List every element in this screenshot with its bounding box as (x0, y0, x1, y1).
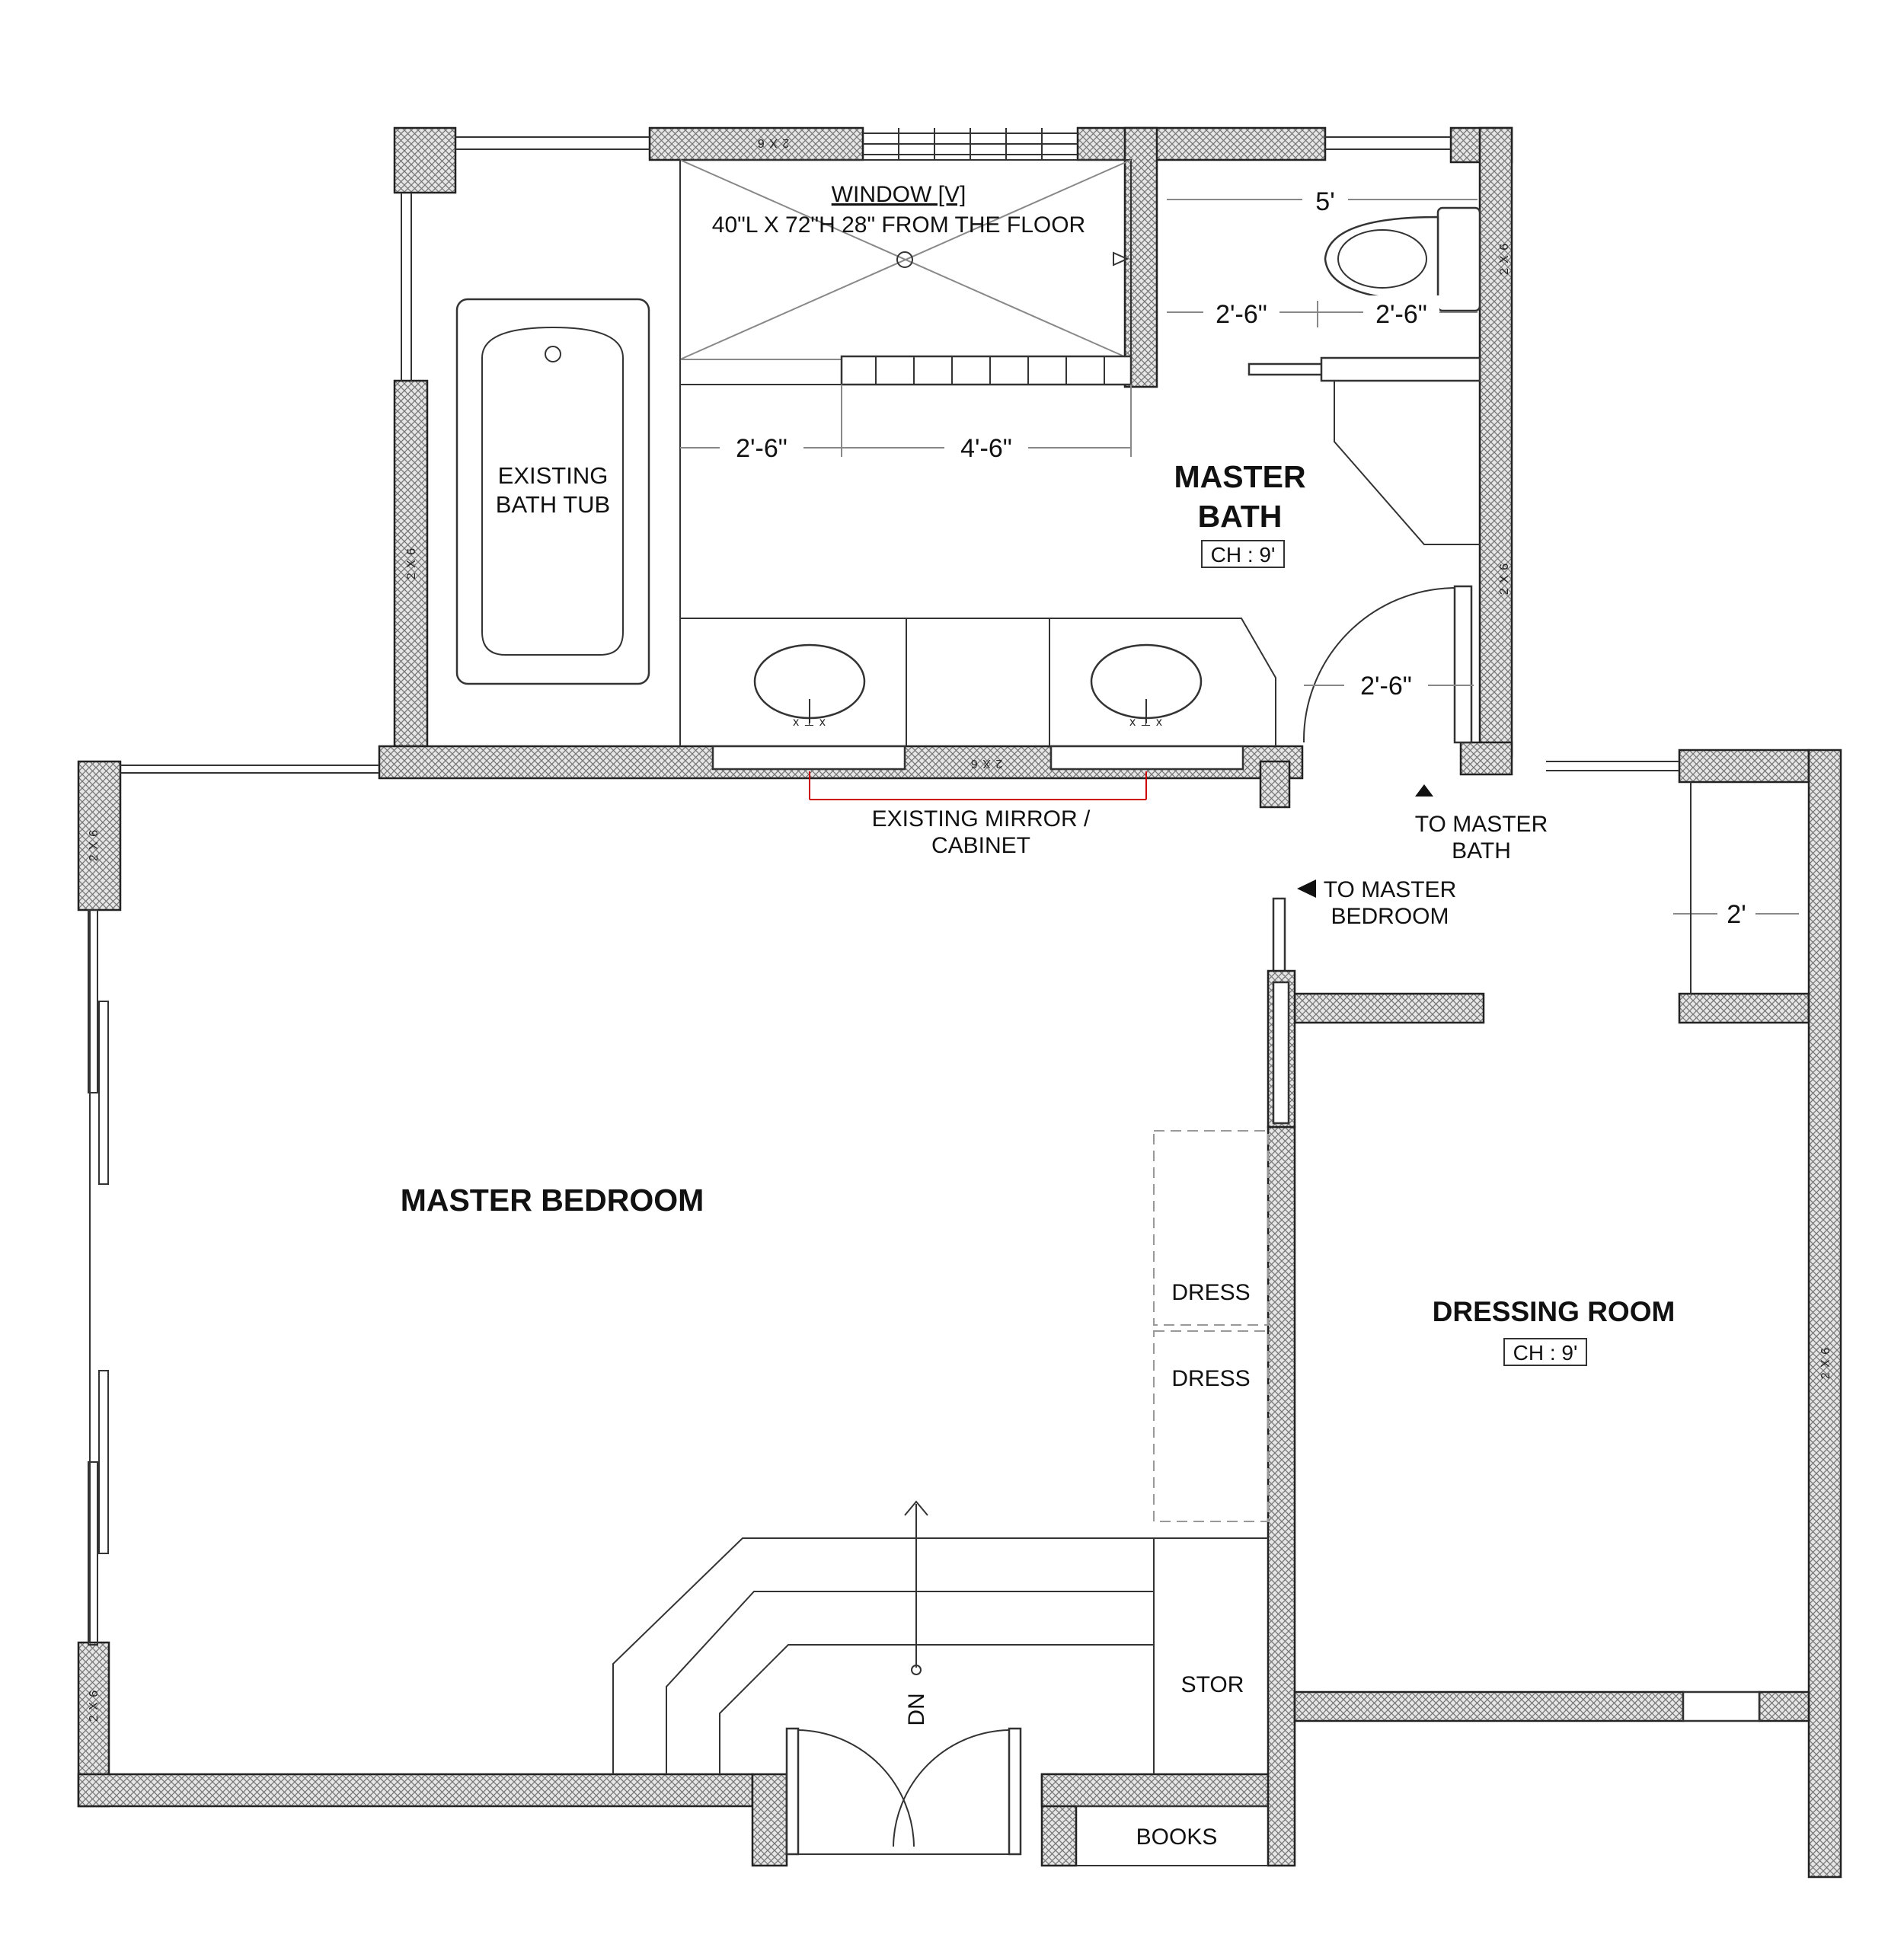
stair-dn: DN (904, 1693, 929, 1726)
stud-annotations: 2 X 6 2 X 6 2 X 6 2 X 6 2 X 6 2 X 6 2 X … (88, 136, 1832, 1722)
master-bath-walls (378, 126, 1513, 809)
svg-text:2 X 6: 2 X 6 (405, 548, 418, 579)
partition (1248, 356, 1481, 545)
mirror-label-1: EXISTING MIRROR / (872, 806, 1091, 832)
master-bath-title-2: BATH (1198, 499, 1283, 534)
dressers (1153, 1130, 1269, 1522)
svg-text:x ⊥ x: x ⊥ x (793, 716, 826, 729)
window-spec: 40"L X 72"H 28" FROM THE FLOOR (712, 212, 1085, 238)
dim-labels: 5' 2'-6" 2'-6" 2'-6" 4'-6" 2'-6" 2' (720, 183, 1755, 929)
svg-text:2 X 6: 2 X 6 (970, 757, 1002, 770)
master-bath-title-1: MASTER (1174, 459, 1305, 494)
up-triangle-icon (1415, 784, 1433, 797)
dim-shower-left: 2'-6" (736, 434, 787, 463)
tub-label-1: EXISTING (498, 462, 609, 489)
dim-toilet-right: 2'-6" (1375, 300, 1427, 329)
dim-toilet-width: 5' (1315, 187, 1334, 216)
master-bedroom-title: MASTER BEDROOM (401, 1183, 704, 1218)
dressing-door (1267, 761, 1761, 1722)
dim-toilet-left: 2'-6" (1216, 300, 1267, 329)
to-bedroom-label-2: BEDROOM (1331, 904, 1449, 929)
vanity: x ⊥ x x ⊥ x (680, 618, 1276, 771)
master-bath-ch: CH : 9' (1211, 543, 1276, 567)
svg-text:2 X 6: 2 X 6 (1498, 243, 1511, 275)
mirror-marker (809, 771, 1147, 800)
dressing-room-ch: CH : 9' (1513, 1341, 1578, 1365)
bath-door (1302, 585, 1473, 744)
books-label: BOOKS (1136, 1824, 1218, 1850)
bedroom-windows (88, 765, 379, 1646)
svg-text:2 X 6: 2 X 6 (88, 829, 101, 861)
shower (679, 159, 1132, 746)
stor-label: STOR (1181, 1672, 1244, 1697)
storage (1076, 1805, 1268, 1866)
svg-text:2 X 6: 2 X 6 (1498, 563, 1511, 595)
svg-text:x ⊥ x: x ⊥ x (1129, 716, 1163, 729)
dress-label-1: DRESS (1171, 1280, 1250, 1305)
svg-text:2 X 6: 2 X 6 (88, 1690, 101, 1722)
bath-tub (455, 298, 650, 685)
window-grid (863, 128, 1078, 160)
to-bath-label-1: TO MASTER (1415, 812, 1548, 837)
dim-closet: 2' (1727, 900, 1746, 929)
stairs (612, 1500, 1268, 1774)
entry-doors (785, 1727, 1022, 1856)
mirror-label-2: CABINET (931, 833, 1030, 858)
master-bath-ch-box (1201, 540, 1285, 568)
tub-label-2: BATH TUB (496, 491, 610, 518)
window-title: WINDOW [V] (832, 182, 966, 207)
bedroom-walls (77, 749, 1842, 1879)
dress-label-2: DRESS (1171, 1366, 1250, 1391)
dressing-room-title: DRESSING ROOM (1433, 1296, 1676, 1327)
dim-door: 2'-6" (1360, 672, 1412, 701)
dressing-room-ch-box (1503, 1338, 1587, 1366)
toilet (1324, 206, 1481, 312)
to-bedroom-label-1: TO MASTER (1324, 877, 1456, 902)
dim-shower-right: 4'-6" (960, 434, 1012, 463)
to-bath-label-2: BATH (1452, 838, 1511, 864)
svg-text:2 X 6: 2 X 6 (1819, 1347, 1832, 1379)
left-triangle-icon (1297, 880, 1316, 898)
svg-text:2 X 6: 2 X 6 (757, 136, 789, 149)
